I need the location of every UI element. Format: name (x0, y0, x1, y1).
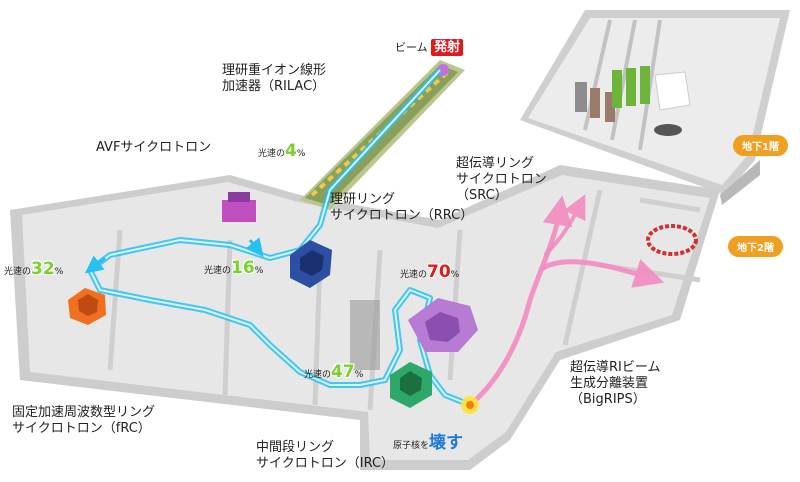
break-nucleus-highlight: 壊す (429, 433, 463, 453)
irc-label: 中間段リング サイクロトロン（IRC） (256, 440, 394, 472)
frc-label: 固定加速周波数型リング サイクロトロン（fRC） (12, 405, 155, 437)
break-nucleus-prefix: 原子核を (393, 441, 429, 451)
src-label-line3: （SRC） (456, 188, 547, 204)
beam-fire-prefix: ビーム (395, 41, 428, 54)
speed-prefix: 光速の (258, 149, 285, 159)
speed-label-4: 光速の4% (258, 141, 305, 161)
beam-fire-highlight: 発射 (431, 39, 463, 56)
speed-value: 32 (31, 259, 55, 279)
bigrips-label-line2: 生成分離装置 (570, 376, 660, 392)
speed-value: 16 (231, 258, 255, 278)
floor-badge-b2: 地下2階 (728, 236, 783, 257)
speed-unit: % (255, 266, 264, 276)
src-label: 超伝導リング サイクロトロン （SRC） (456, 156, 547, 204)
frc-label-line2: サイクロトロン（fRC） (12, 421, 155, 437)
production-target (461, 396, 479, 414)
irc-label-line2: サイクロトロン（IRC） (256, 456, 394, 472)
speed-unit: % (55, 267, 64, 277)
src-label-line1: 超伝導リング (456, 156, 547, 172)
beam-fire-label: ビーム 発射 (395, 36, 463, 55)
bigrips-label: 超伝導RIビーム 生成分離装置 （BigRIPS） (570, 360, 660, 408)
speed-label-32: 光速の32% (4, 259, 63, 279)
rrc-label-line1: 理研リング (330, 192, 473, 208)
floor-badge-b1: 地下1階 (733, 135, 788, 156)
frc-label-line1: 固定加速周波数型リング (12, 405, 155, 421)
rilac-label: 理研重イオン線形 加速器（RILAC） (222, 63, 326, 95)
speed-unit: % (297, 149, 306, 159)
speed-prefix: 光速の (304, 370, 331, 380)
bigrips-label-line3: （BigRIPS） (570, 392, 660, 408)
avf-label-line1: AVFサイクロトロン (96, 140, 211, 156)
speed-label-47: 光速の47% (304, 362, 363, 382)
speed-prefix: 光速の (204, 266, 231, 276)
speed-label-16: 光速の16% (204, 258, 263, 278)
rrc-label: 理研リング サイクロトロン（RRC） (330, 192, 473, 224)
speed-value: 47 (331, 362, 355, 382)
rilac-label-line1: 理研重イオン線形 (222, 63, 326, 79)
rilac-label-line2: 加速器（RILAC） (222, 79, 326, 95)
src-label-line2: サイクロトロン (456, 172, 547, 188)
speed-value: 70 (427, 262, 451, 282)
bigrips-label-line1: 超伝導RIビーム (570, 360, 660, 376)
speed-label-70: 光速の70% (400, 262, 459, 282)
rrc-label-line2: サイクロトロン（RRC） (330, 208, 473, 224)
speed-value: 4 (285, 141, 297, 161)
speed-unit: % (355, 370, 364, 380)
avf-label: AVFサイクロトロン (96, 140, 211, 156)
speed-prefix: 光速の (400, 270, 427, 280)
speed-unit: % (451, 270, 460, 280)
break-nucleus-label: 原子核を壊す (393, 428, 463, 453)
irc-label-line1: 中間段リング (256, 440, 394, 456)
speed-prefix: 光速の (4, 267, 31, 277)
